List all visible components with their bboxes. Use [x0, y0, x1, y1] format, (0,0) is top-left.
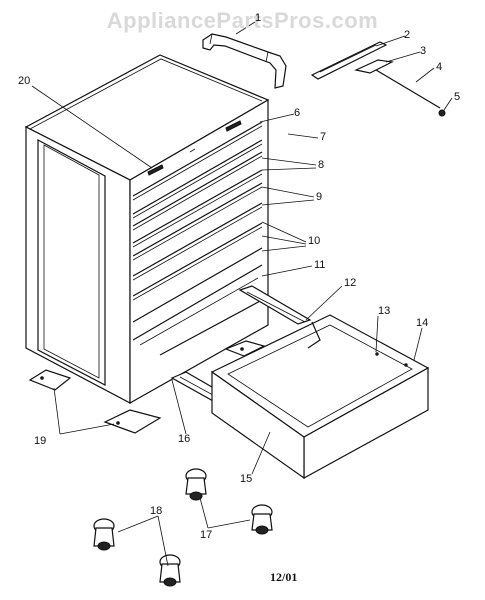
callout-15: 15	[240, 473, 253, 485]
callout-1: 1	[255, 12, 262, 24]
slide-rail-part	[310, 41, 388, 80]
watermark-text: AppliancePartsPros.com	[106, 8, 379, 33]
caster-right	[251, 504, 273, 535]
callout-6: 6	[294, 107, 301, 119]
handle	[202, 33, 287, 89]
callout-3: 3	[420, 45, 427, 57]
callout-13: 13	[378, 305, 391, 317]
rail-bracket	[354, 59, 394, 74]
callout-8: 8	[318, 159, 325, 171]
callout-9: 9	[316, 191, 323, 203]
callout-14: 14	[416, 317, 429, 329]
callout-19: 19	[34, 435, 47, 447]
callout-5: 5	[454, 91, 461, 103]
drawer-box	[210, 314, 430, 480]
date-code: 12/01	[270, 570, 298, 584]
callout-10: 10	[308, 235, 321, 247]
callout-17: 17	[200, 529, 213, 541]
lock-rod	[375, 69, 441, 109]
callout-2: 2	[404, 29, 411, 41]
mounting-plate-rear	[224, 340, 266, 357]
callout-16: 16	[178, 433, 191, 445]
callout-11: 11	[314, 259, 326, 271]
caster-bottom	[159, 554, 181, 587]
mounting-plate-right	[103, 409, 162, 434]
caster-top	[185, 468, 207, 501]
caster-left	[93, 518, 115, 551]
mounting-plate-left	[28, 369, 72, 391]
drawer-slide-rear	[238, 285, 312, 325]
screw	[438, 109, 446, 117]
callout-7: 7	[320, 131, 327, 143]
callout-20: 20	[18, 75, 31, 87]
cabinet-body	[24, 54, 270, 405]
callout-12: 12	[344, 277, 357, 289]
callout-4: 4	[436, 61, 443, 73]
callout-18: 18	[150, 505, 163, 517]
leader-lines	[31, 21, 453, 567]
